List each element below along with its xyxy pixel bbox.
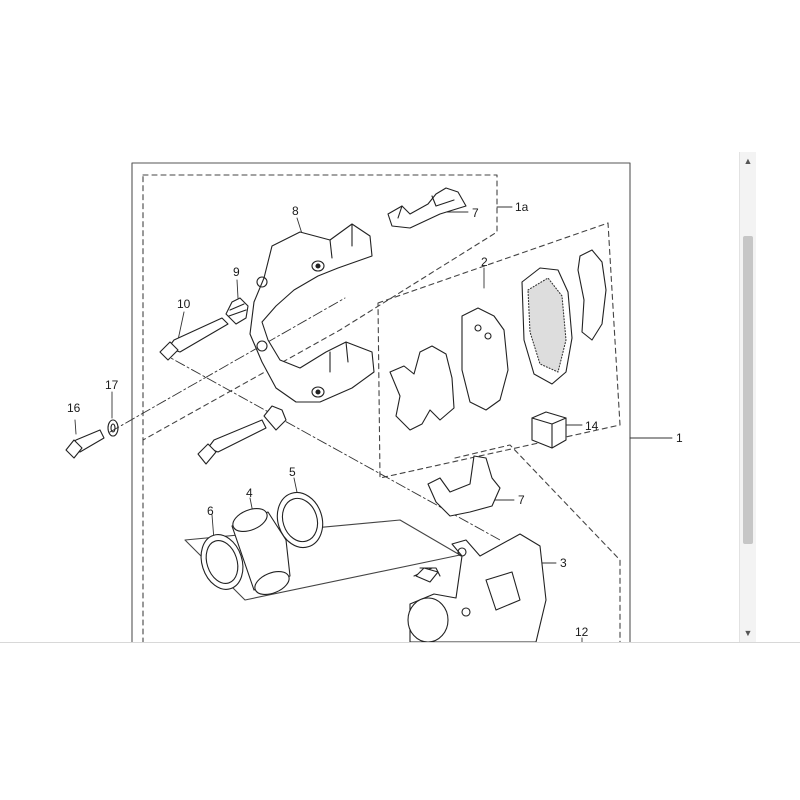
grease-pack (531, 411, 567, 449)
diagram-frame (131, 162, 631, 643)
dust-boot (200, 534, 244, 590)
scroll-up-arrow-icon[interactable]: ▲ (743, 156, 753, 166)
housing-bolt (415, 567, 439, 583)
lower-right-dashed-box (454, 444, 621, 643)
callout-1a: 1a (515, 200, 529, 214)
callout-7-lower: 7 (518, 493, 525, 507)
viewport-bottom-edge (0, 642, 800, 643)
callout-14: 14 (585, 419, 599, 433)
callout-5: 5 (289, 465, 296, 479)
guide-pin-lower (197, 405, 287, 465)
pad-clip-top (387, 187, 467, 229)
callout-16: 16 (67, 401, 81, 415)
callout-9: 9 (233, 265, 240, 279)
caliper-housing (407, 533, 547, 643)
callout-3: 3 (560, 556, 567, 570)
washer (107, 419, 119, 437)
callout-7-top: 7 (472, 206, 479, 220)
scroll-down-arrow-icon[interactable]: ▼ (743, 628, 753, 638)
guide-pin-upper (159, 317, 229, 361)
bleed-bolt (65, 429, 105, 459)
brake-pads (389, 249, 607, 431)
callout-12: 12 (575, 625, 589, 639)
subassembly-1a-dashed-box (142, 174, 498, 441)
pad-kit-dashed-box (377, 222, 621, 479)
callout-6: 6 (207, 504, 214, 518)
caliper-bracket (249, 223, 375, 403)
callout-1: 1 (676, 431, 683, 445)
callout-17: 17 (105, 378, 119, 392)
vertical-scrollbar[interactable]: ▲ ▼ (739, 152, 756, 642)
guide-pin-boot-upper (225, 297, 249, 325)
callout-8: 8 (292, 204, 299, 218)
callout-4: 4 (246, 486, 253, 500)
callout-2: 2 (481, 255, 488, 269)
scrollbar-thumb[interactable] (743, 236, 753, 544)
piston-seal (276, 491, 324, 549)
callout-10: 10 (177, 297, 191, 311)
piston (231, 507, 291, 596)
pad-clip-lower (427, 455, 501, 517)
